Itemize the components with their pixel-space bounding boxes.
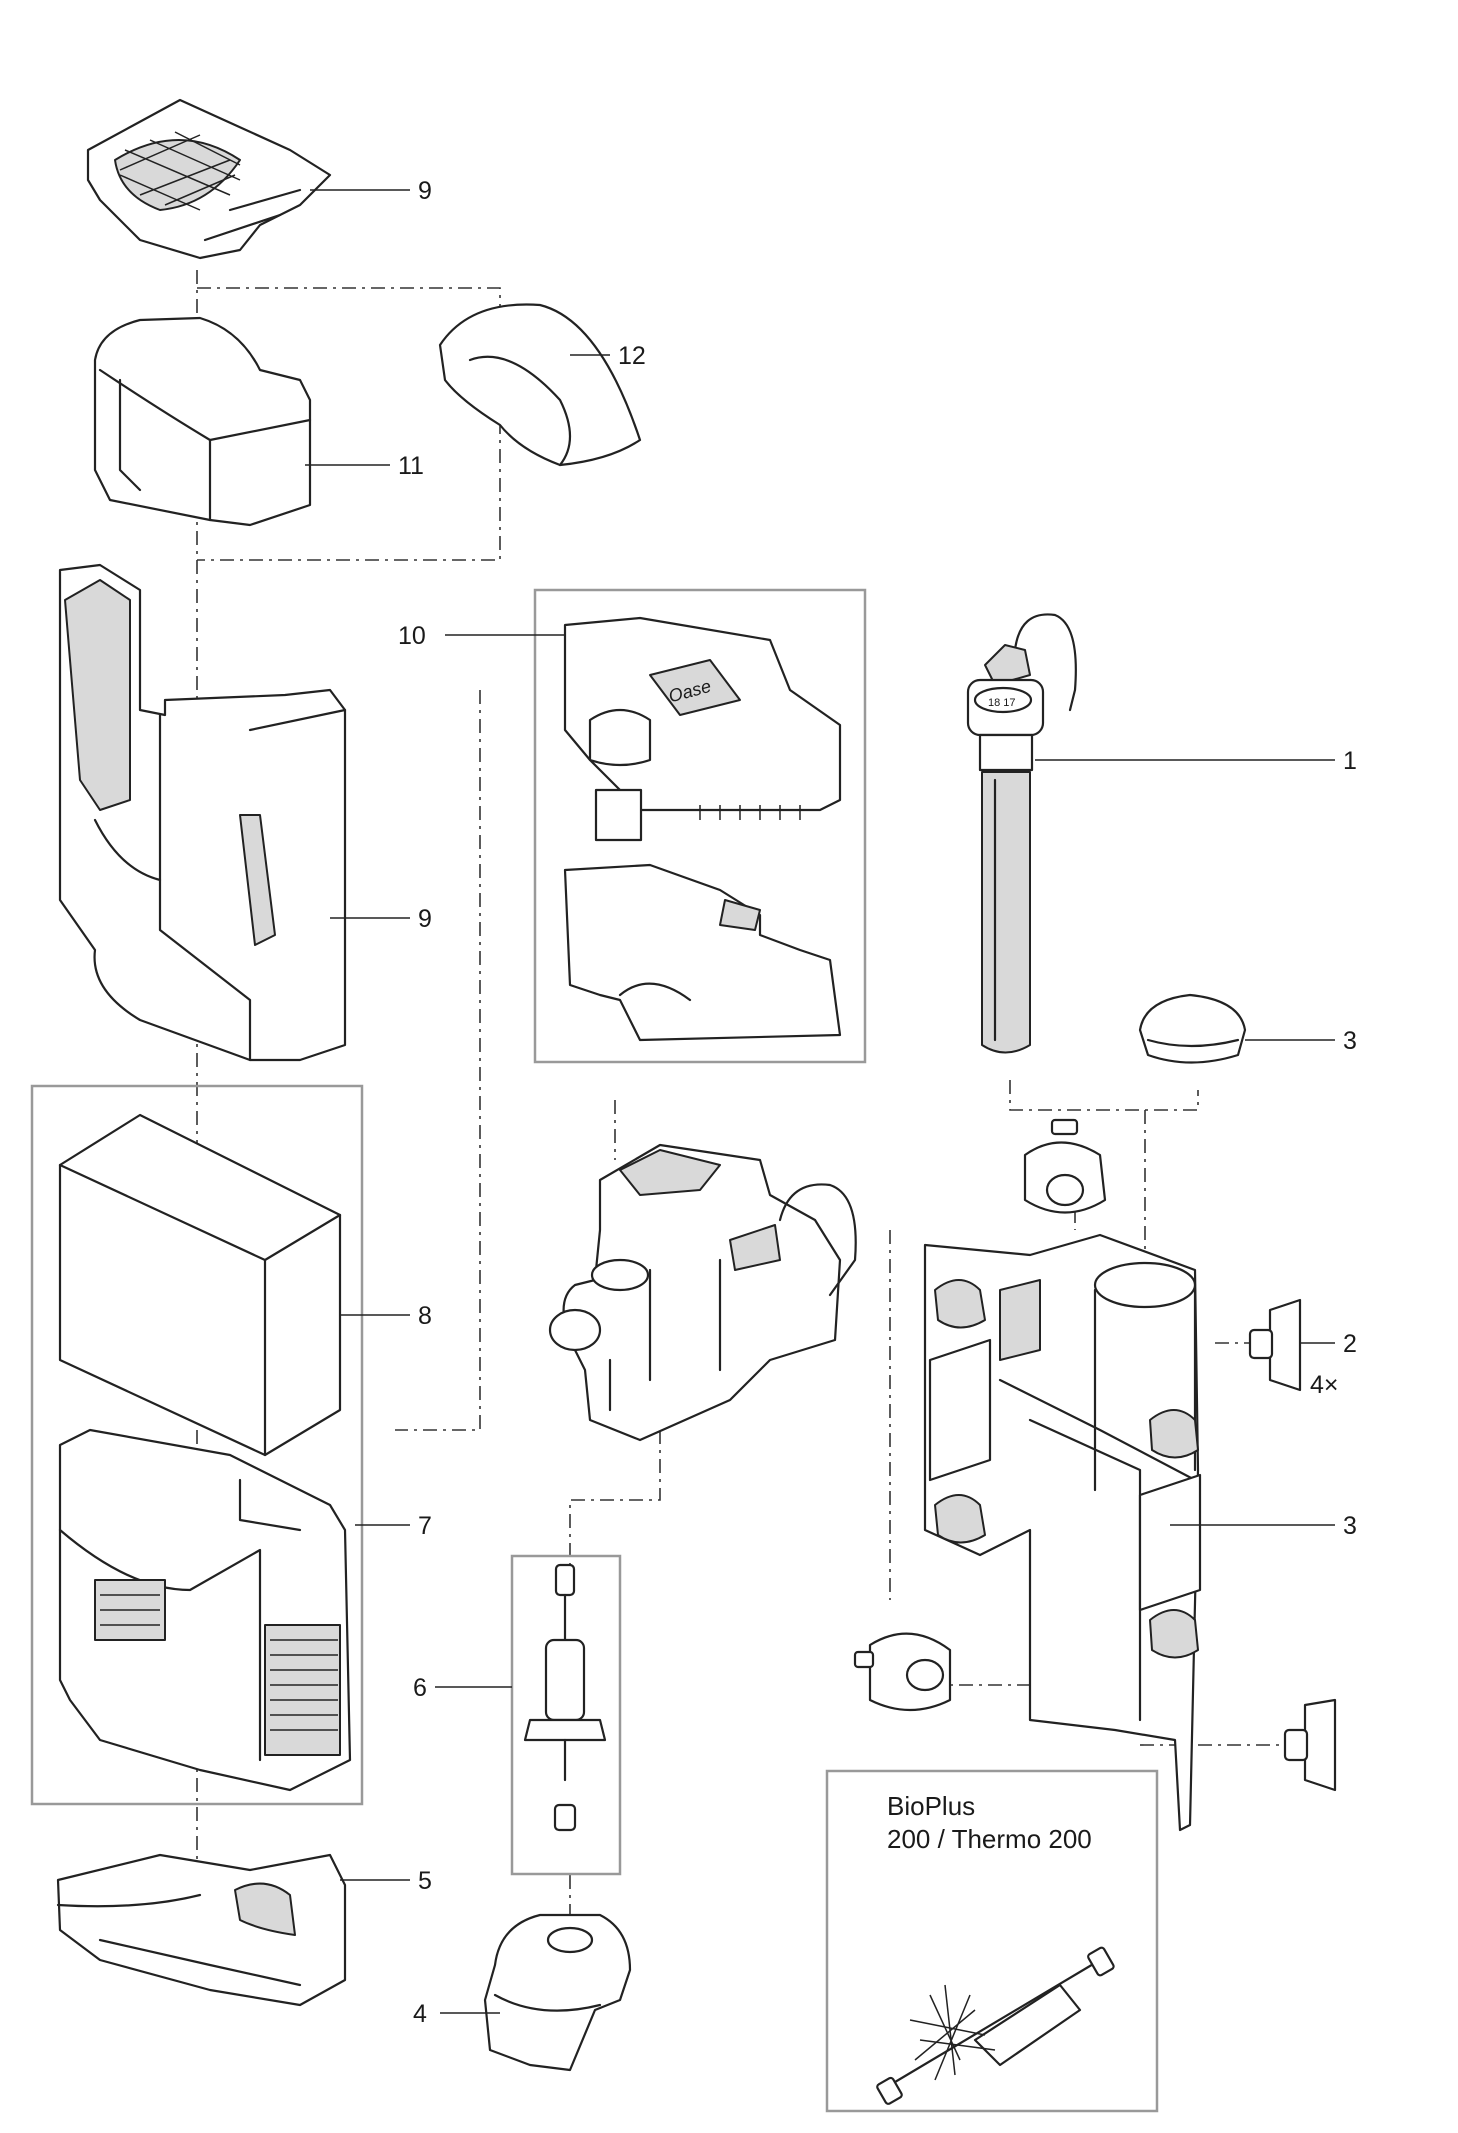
callout-11: 11 — [398, 452, 424, 480]
pump-housing — [548, 1143, 857, 1442]
part-1-heater: 18 17 — [966, 613, 1077, 1054]
callout-8: 8 — [418, 1302, 432, 1330]
callout-2-qty: 4× — [1310, 1371, 1339, 1399]
callouts: 9 12 11 10 1 9 3 8 2 4× 7 3 6 5 4 — [398, 177, 1357, 2028]
part-9-housing — [58, 563, 347, 1062]
part-4-pump-cap — [483, 1913, 632, 2072]
leader-lines — [305, 189, 1335, 2014]
suction-cup-bottom-right — [1283, 1698, 1337, 1792]
part-3-holder — [923, 1233, 1202, 1832]
callout-3-bottom: 3 — [1343, 1512, 1357, 1540]
suction-cup-top — [1023, 1118, 1107, 1214]
frame-filter-media — [30, 1084, 364, 1806]
callout-10: 10 — [398, 622, 426, 650]
frame-impeller — [510, 1554, 622, 1876]
part-3-cap — [1138, 993, 1247, 1064]
callout-12: 12 — [618, 342, 646, 370]
callout-1: 1 — [1343, 747, 1357, 775]
callout-2: 2 — [1343, 1330, 1357, 1358]
holder-knobs — [934, 1279, 1199, 1659]
part-10-pump-cover: Oase — [563, 616, 842, 842]
callout-4: 4 — [413, 2000, 427, 2028]
part-6-impeller — [523, 1563, 607, 1832]
callout-3-top: 3 — [1343, 1027, 1357, 1055]
frame-pump-cover — [533, 588, 867, 1064]
part-12-foam-pad — [438, 303, 642, 467]
callout-9-top: 9 — [418, 177, 432, 205]
part-5-base-tray — [56, 1853, 347, 2007]
note-line-1: BioPlus — [887, 1791, 975, 1821]
callout-5: 5 — [418, 1867, 432, 1895]
callout-6: 6 — [413, 1674, 427, 1702]
suction-cup-2 — [1248, 1298, 1302, 1392]
heater-dial-text: 18 17 — [988, 697, 1016, 709]
note-box-impeller — [876, 1946, 1115, 2105]
part-10-gasket — [563, 863, 842, 1042]
suction-cup-left — [853, 1632, 952, 1712]
callout-9-mid: 9 — [418, 905, 432, 933]
part-9-lid — [86, 98, 332, 260]
part-7-filter-basket — [58, 1428, 352, 1792]
part-8-filter-sponge — [58, 1113, 342, 1457]
note-line-2: 200 / Thermo 200 — [887, 1824, 1092, 1854]
callout-7: 7 — [418, 1512, 432, 1540]
note-box — [825, 1769, 1159, 2113]
part-11-filter-block — [93, 316, 312, 527]
